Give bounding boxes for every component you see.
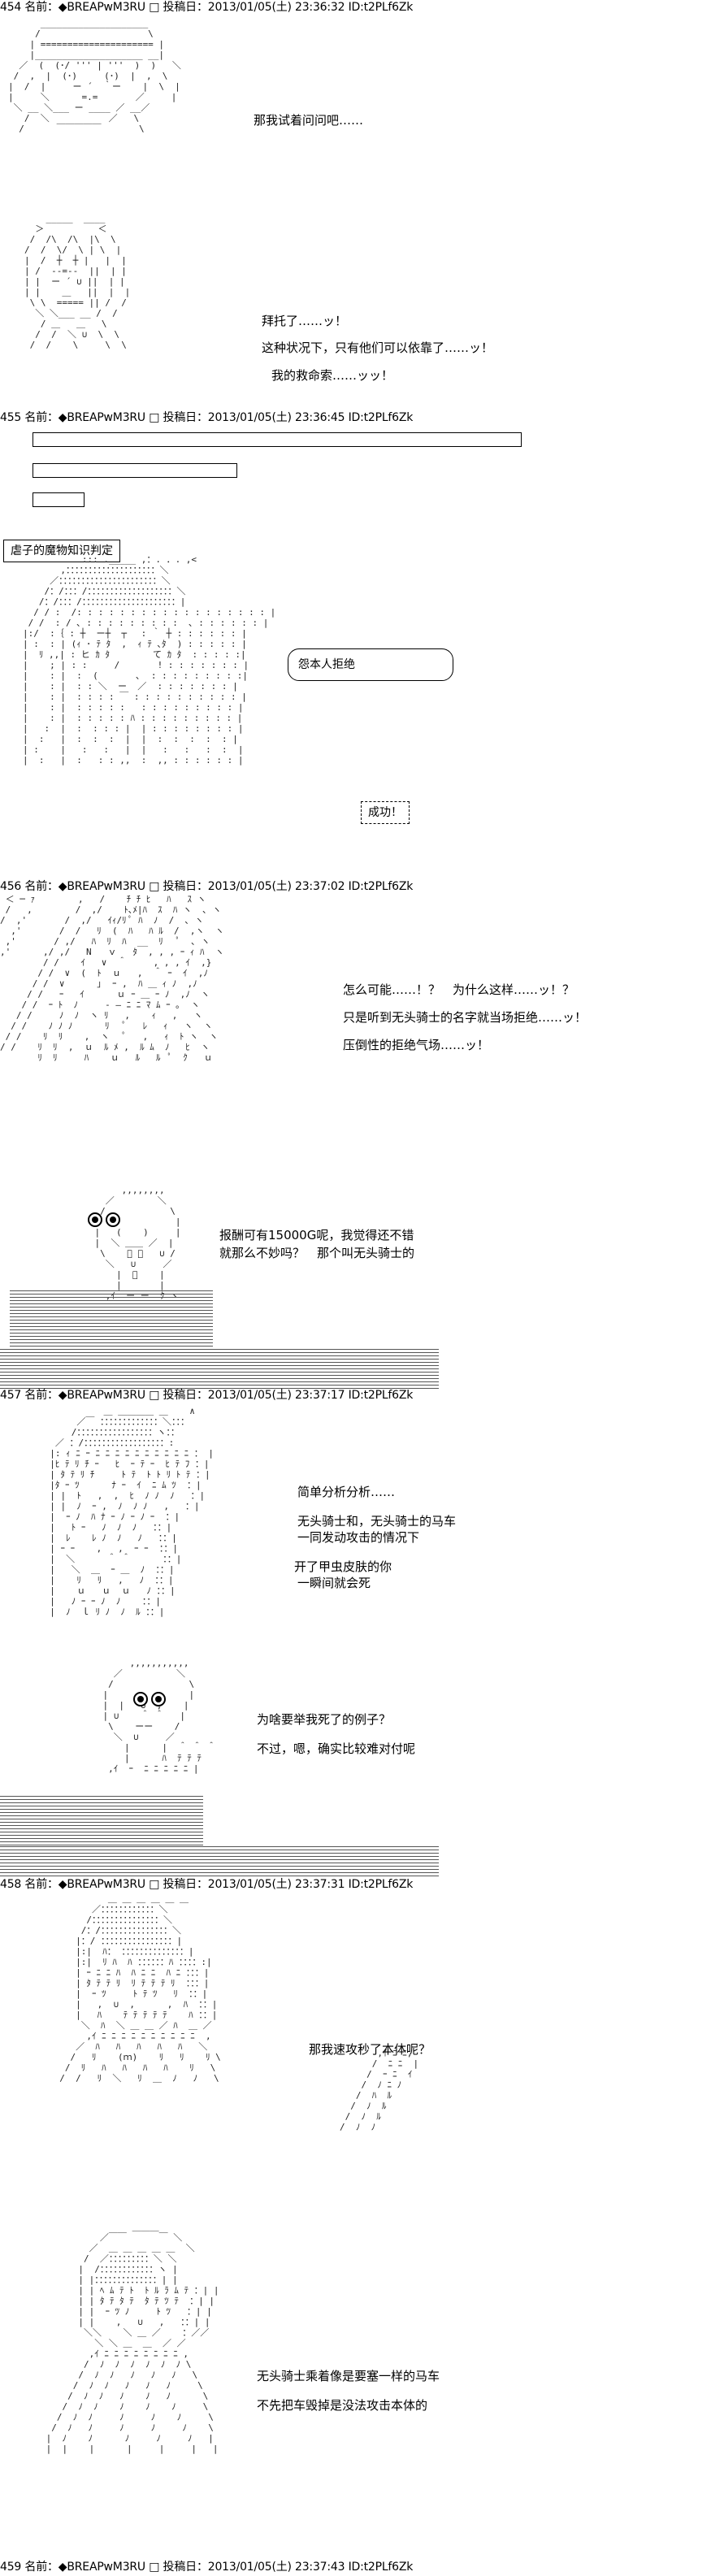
post-name-label: 名前：: [24, 411, 59, 424]
post-author: ◆BREAPwM3RU: [58, 1878, 145, 1891]
dialogue-line: 那我速攻秒了本体呢？: [309, 2042, 431, 2057]
ascii-art-figure: ＿＿＿ ／￣￣ ￣ ＼ ／ ＿ ＿ ＿ ＿ ＿ ＼ / ／：：：：：：：：：＼ …: [46, 2222, 219, 2454]
post-name-label: 名前：: [24, 2561, 59, 2574]
post-date: 2013/01/05(土) 23:37:43: [207, 2561, 345, 2574]
post-header: 454 名前：◆BREAPwM3RU □ 投稿日：2013/01/05(土) 2…: [0, 0, 413, 15]
post-date-label: 投稿日：: [163, 1, 208, 14]
post-number: 457: [0, 1389, 22, 1402]
empty-box: [33, 463, 237, 478]
ascii-art-figure: ＜ ─ ｧ , / ﾁ ﾁ ﾋ ﾊ ｽ ヽ / , / ,/ ﾄ､ﾒ|ﾊ ｽ ﾊ…: [0, 894, 224, 1063]
ascii-art-figure: ____________________ / \ | =============…: [8, 18, 181, 134]
eye-icon: [133, 1692, 148, 1706]
post-date: 2013/01/05(土) 23:37:02: [207, 880, 345, 893]
post-date-label: 投稿日：: [163, 2561, 208, 2574]
white-square-icon: □: [149, 1, 160, 14]
dialogue-line: 无头骑士乘着像是要塞一样的马车: [257, 2369, 440, 2383]
striped-shirt: [10, 1290, 213, 1349]
ascii-art-figure: ＿ ＿ ＿ ＿ ＿ ＿ ／：：：：：：：：：：：：＼ /：：：：：：：：：：：：…: [59, 1893, 221, 2084]
post-name-label: 名前：: [24, 1878, 59, 1891]
post-number: 455: [0, 411, 22, 424]
post-date-label: 投稿日：: [163, 411, 208, 424]
eye-icon: [88, 1212, 102, 1227]
dialogue-line: 一瞬间就会死: [297, 1576, 371, 1590]
ascii-art-hand: ,ｲ ﾆ ﾆ, / ﾆ ﾆ | / ｰ ﾆ ｲ / ﾉ ﾆ ﾉ / ﾊ ﾙ / …: [340, 2048, 419, 2132]
post-number: 456: [0, 880, 22, 893]
post-header: 458 名前：◆BREAPwM3RU □ 投稿日：2013/01/05(土) 2…: [0, 1877, 413, 1892]
post-name-label: 名前：: [24, 880, 59, 893]
ascii-art-figure: ＿ ＿＿＿＿ ＿ ∧ ／￣ ：：：：：：：：：：：：：＼：：： /：：：：：：：…: [50, 1406, 214, 1617]
dialogue-line: 简单分析分析……: [297, 1485, 396, 1499]
post-date-label: 投稿日：: [163, 1389, 208, 1402]
post-name-label: 名前：: [24, 1, 59, 14]
dialogue-line: 我的救命索……ッッ！: [271, 368, 394, 383]
post-date-label: 投稿日：: [163, 880, 208, 893]
post-header: 456 名前：◆BREAPwM3RU □ 投稿日：2013/01/05(土) 2…: [0, 879, 413, 894]
eye-icon: [106, 1212, 120, 1227]
ascii-art-figure: ,,,,,,,,,,, ／ ＼ / \ | | | | ∪ , | | ∪ ＾ …: [102, 1658, 216, 1774]
post-author: ◆BREAPwM3RU: [58, 1389, 145, 1402]
post-id: ID:t2PLf6Zk: [348, 1389, 414, 1402]
striped-shirt: [0, 1796, 203, 1846]
post-header: 459 名前：◆BREAPwM3RU □ 投稿日：2013/01/05(土) 2…: [0, 2560, 413, 2574]
success-label: 成功！: [361, 801, 410, 824]
ascii-art-figure: _____ ____ ＞ ＜ / /\ /\ |\ \ / / \/ \ | \…: [24, 213, 131, 350]
post-date: 2013/01/05(土) 23:36:32: [207, 1, 345, 14]
dialogue-line: 只是听到无头骑士的名字就当场拒绝……ッ！: [343, 1010, 587, 1025]
post-id: ID:t2PLf6Zk: [348, 2561, 414, 2574]
post-date: 2013/01/05(土) 23:37:17: [207, 1389, 345, 1402]
dialogue-line: 压倒性的拒绝气场……ッ！: [343, 1038, 490, 1052]
post-header: 455 名前：◆BREAPwM3RU □ 投稿日：2013/01/05(土) 2…: [0, 410, 413, 425]
post-name-label: 名前：: [24, 1389, 59, 1402]
post-id: ID:t2PLf6Zk: [348, 1878, 414, 1891]
white-square-icon: □: [149, 880, 160, 893]
dialogue-line: 那我试着问问吧……: [254, 113, 364, 128]
empty-box: [33, 492, 85, 507]
post-number: 458: [0, 1878, 22, 1891]
speech-bubble: 怨本人拒绝: [288, 648, 453, 681]
dialogue-line: 为啥要举我死了的例子？: [257, 1712, 392, 1727]
floor-lines: [0, 1846, 439, 1879]
post-id: ID:t2PLf6Zk: [348, 411, 414, 424]
post-id: ID:t2PLf6Zk: [348, 880, 414, 893]
post-header: 457 名前：◆BREAPwM3RU □ 投稿日：2013/01/05(土) 2…: [0, 1388, 413, 1403]
dialogue-line: 无头骑士和，无头骑士的马车: [297, 1514, 457, 1529]
dialogue-line: 怎么可能……！？ 为什么这样……ッ！？: [343, 982, 575, 997]
eye-icon: [151, 1692, 166, 1706]
dialogue-line: 不过，嗯，确实比较难对付呢: [257, 1741, 416, 1756]
dialogue-line: 开了甲虫皮肤的你: [294, 1559, 392, 1574]
white-square-icon: □: [149, 1878, 160, 1891]
white-square-icon: □: [149, 411, 160, 424]
post-author: ◆BREAPwM3RU: [58, 1, 145, 14]
post-number: 454: [0, 1, 22, 14]
post-number: 459: [0, 2561, 22, 2574]
white-square-icon: □: [149, 1389, 160, 1402]
dialogue-line: 拜托了……ッ！: [262, 314, 348, 328]
dialogue-line: 一同发动攻击的情况下: [297, 1530, 420, 1545]
white-square-icon: □: [149, 2561, 160, 2574]
post-author: ◆BREAPwM3RU: [58, 2561, 145, 2574]
dialogue-line: 这种状况下，只有他们可以依靠了……ッ！: [262, 340, 494, 355]
post-date: 2013/01/05(土) 23:36:45: [207, 411, 345, 424]
ascii-art-figure: ::: ._____ ,：. ．. ,< ,：：：：：：：：：：：：：：：：：：…: [23, 554, 276, 765]
dialogue-line: 就那么不妙吗？ 那个叫无头骑士的: [219, 1246, 415, 1260]
post-id: ID:t2PLf6Zk: [348, 1, 414, 14]
post-author: ◆BREAPwM3RU: [58, 411, 145, 424]
post-date: 2013/01/05(土) 23:37:31: [207, 1878, 345, 1891]
dialogue-line: 报酬可有15000G呢，我觉得还不错: [219, 1228, 414, 1242]
empty-box: [33, 432, 522, 447]
speech-bubble-text: 怨本人拒绝: [298, 658, 355, 671]
post-author: ◆BREAPwM3RU: [58, 880, 145, 893]
post-date-label: 投稿日：: [163, 1878, 208, 1891]
floor-lines: [0, 1349, 439, 1391]
check-label: 虐子的魔物知识判定: [3, 540, 120, 562]
dialogue-line: 不先把车毁掉是没法攻击本体的: [257, 2398, 428, 2413]
